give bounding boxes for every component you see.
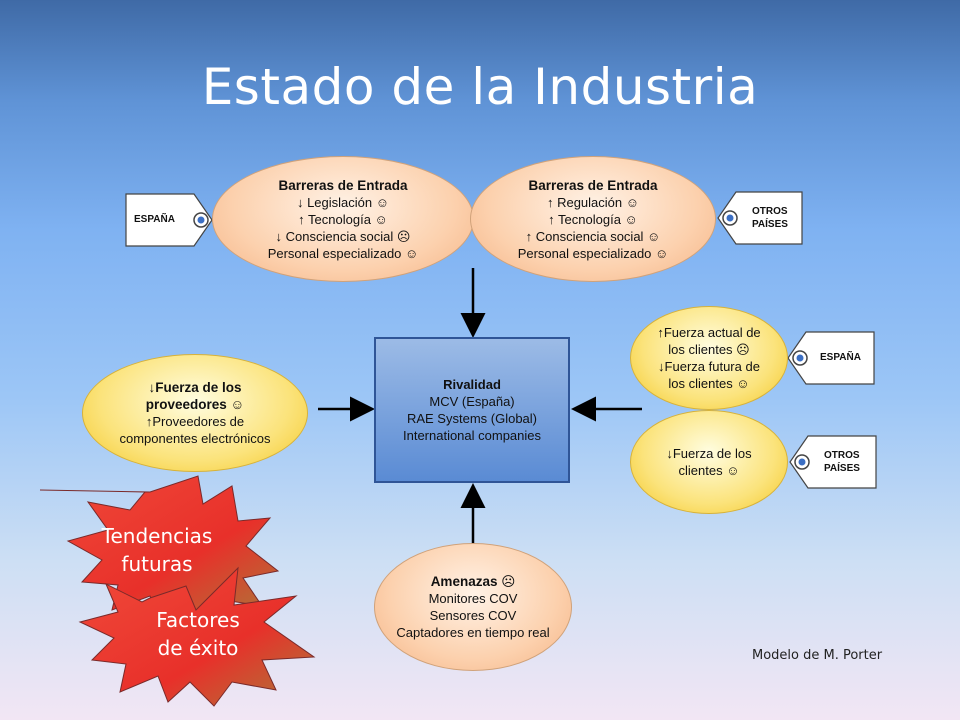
tag-spain-right — [787, 331, 875, 385]
suppliers-heading-1: ↓Fuerza de los — [148, 380, 242, 395]
tag-spain-right-label: ESPAÑA — [820, 352, 861, 363]
tag-other-right-label-2: PAÍSES — [824, 463, 860, 474]
threats-oval: Amenazas ☹ Monitores COV Sensores COV Ca… — [374, 543, 572, 671]
threats-line: Monitores COV — [428, 591, 518, 606]
clients-spain-oval: ↑Fuerza actual de los clientes ☹ ↓Fuerza… — [630, 306, 788, 410]
tag-other-top-label-2: PAÍSES — [752, 219, 788, 230]
rivalry-box: Rivalidad MCV (España) RAE Systems (Glob… — [374, 337, 570, 483]
barriers-spain-line: ↓ Consciencia social ☹ — [275, 228, 411, 244]
tag-other-right-label-1: OTROS — [824, 450, 860, 461]
star-success — [78, 566, 316, 707]
barriers-spain-line: Personal especializado ☺ — [267, 245, 419, 261]
barriers-spain-heading: Barreras de Entrada — [278, 177, 408, 193]
barriers-other-heading: Barreras de Entrada — [528, 177, 658, 193]
barriers-spain-line: ↑ Tecnología ☺ — [298, 211, 388, 227]
rivalry-heading: Rivalidad — [443, 377, 501, 392]
threats-line: Captadores en tiempo real — [396, 625, 550, 640]
clients-other-line: clientes ☺ — [678, 463, 740, 478]
credit-text: Modelo de M. Porter — [752, 648, 883, 663]
star-trends-label: Tendencias futuras — [96, 522, 218, 578]
star-trends-line: Tendencias — [101, 524, 213, 548]
star-success-line: Factores — [156, 608, 240, 632]
barriers-other-line: ↑ Tecnología ☺ — [548, 211, 638, 227]
page-title: Estado de la Industria — [201, 58, 759, 116]
clients-other-line: ↓Fuerza de los — [666, 446, 752, 461]
rivalry-line: MCV (España) — [429, 394, 515, 409]
barriers-spain-line: ↓ Legislación ☺ — [296, 194, 390, 210]
rivalry-line: International companies — [402, 428, 542, 443]
tag-other-top — [717, 191, 803, 245]
tag-other-right — [789, 435, 877, 489]
suppliers-heading-2: proveedores ☺ — [145, 397, 245, 412]
suppliers-line: ↑Proveedores de — [145, 414, 245, 429]
star-success-label: Factores de éxito — [140, 606, 256, 662]
barriers-other-oval: Barreras de Entrada ↑ Regulación ☺ ↑ Tec… — [470, 156, 716, 282]
star-success-line: de éxito — [157, 636, 239, 660]
rivalry-line: RAE Systems (Global) — [406, 411, 538, 426]
tag-spain-top-label: ESPAÑA — [134, 214, 175, 225]
suppliers-oval: ↓Fuerza de los proveedores ☺ ↑Proveedore… — [82, 354, 308, 472]
clients-spain-line: los clientes ☹ — [668, 342, 750, 357]
suppliers-line: componentes electrónicos — [119, 431, 271, 446]
clients-spain-line: ↓Fuerza futura de — [658, 359, 760, 374]
barriers-spain-oval: Barreras de Entrada ↓ Legislación ☺ ↑ Te… — [212, 156, 474, 282]
clients-other-oval: ↓Fuerza de los clientes ☺ — [630, 410, 788, 514]
threats-line: Sensores COV — [429, 608, 517, 623]
tag-spain-top — [125, 193, 213, 247]
threats-heading: Amenazas ☹ — [430, 574, 516, 589]
clients-spain-line: ↑Fuerza actual de — [657, 325, 761, 340]
tag-other-top-label-1: OTROS — [752, 206, 788, 217]
barriers-other-line: ↑ Consciencia social ☺ — [525, 228, 661, 244]
barriers-other-line: Personal especializado ☺ — [517, 245, 669, 261]
barriers-other-line: ↑ Regulación ☺ — [546, 194, 640, 210]
star-trends-line: futuras — [121, 552, 193, 576]
clients-spain-line: los clientes ☺ — [668, 376, 750, 391]
